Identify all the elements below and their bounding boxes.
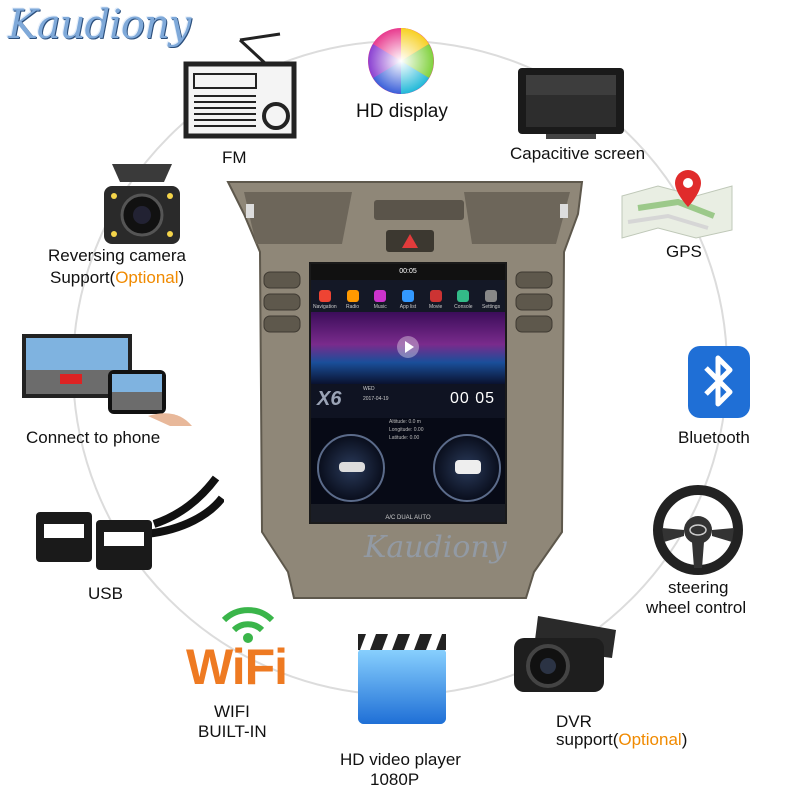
wallpaper-city	[311, 312, 505, 384]
head-unit-screen[interactable]: 00:05 Navigation Radio Music App list Mo…	[309, 262, 507, 524]
reversing-camera-icon	[104, 164, 180, 244]
info-panel: X6 WED 2017-04-19 00 05	[311, 384, 505, 418]
app-settings[interactable]: Settings	[479, 290, 503, 310]
color-wheel-icon	[368, 28, 434, 94]
phone-mirror-icon	[22, 334, 192, 426]
bluetooth-label: Bluetooth	[678, 428, 750, 447]
app-movie[interactable]: Movie	[424, 290, 448, 310]
radio-app-icon	[346, 290, 359, 302]
gps-readout: Altitude: 0.0 m Longitude: 0.00 Latitude…	[389, 419, 424, 441]
radio-icon	[183, 32, 297, 139]
connect-to-phone-label: Connect to phone	[26, 428, 161, 447]
wifi-signal-icon	[221, 607, 275, 643]
app-list-icon	[401, 290, 414, 302]
date: 2017-04-19	[363, 396, 389, 402]
reversing-camera-support-label: Support(Optional)	[50, 268, 185, 287]
wifi-label-1: WIFI	[214, 702, 250, 721]
music-icon	[374, 290, 387, 302]
climate-bar[interactable]: A/C DUAL AUTO	[311, 504, 505, 522]
dvr-support-label: support(Optional)	[556, 730, 688, 749]
clock: 00 05	[449, 390, 495, 407]
play-button[interactable]	[397, 336, 419, 358]
app-navigation[interactable]: Navigation	[313, 290, 337, 310]
gear-icon	[485, 290, 498, 302]
gauges-panel: Altitude: 0.0 m Longitude: 0.00 Latitude…	[311, 418, 505, 504]
usb-cable-icon	[36, 475, 224, 570]
movie-icon	[429, 290, 442, 302]
car-rear-icon	[455, 460, 481, 474]
hd-display-label: HD display	[356, 101, 448, 122]
car-icon	[339, 462, 365, 472]
video-label-1: HD video player	[340, 750, 461, 769]
app-list[interactable]: App list	[396, 290, 420, 310]
watermark: Kaudiony	[364, 530, 507, 565]
dvr-label-1: DVR	[556, 712, 592, 731]
steering-label-1: steering	[668, 578, 729, 597]
video-clapper-icon	[358, 634, 446, 724]
gps-label: GPS	[666, 242, 702, 261]
gps-map-icon	[621, 170, 733, 239]
optional-text: Optional	[618, 730, 682, 749]
bluetooth-icon	[688, 346, 750, 418]
app-music[interactable]: Music	[368, 290, 392, 310]
reversing-camera-label: Reversing camera	[48, 246, 186, 265]
capacitive-screen-label: Capacitive screen	[510, 144, 646, 163]
navigation-icon	[318, 290, 331, 302]
status-bar: 00:05	[311, 264, 505, 280]
wifi-label-2: BUILT-IN	[198, 722, 267, 741]
brand-logo: Kaudiony	[8, 2, 191, 48]
usb-label: USB	[88, 584, 123, 603]
app-console[interactable]: Console	[451, 290, 475, 310]
tablet-icon	[518, 68, 624, 139]
optional-text: Optional	[115, 268, 179, 287]
app-bar: Navigation Radio Music App list Movie Co…	[311, 280, 505, 312]
wifi-logo: WiFi	[186, 639, 288, 695]
app-radio[interactable]: Radio	[341, 290, 365, 310]
model-logo: X6	[317, 388, 342, 410]
console-icon	[457, 290, 470, 302]
steering-label-2: wheel control	[646, 598, 747, 617]
steering-wheel-icon	[653, 485, 743, 575]
video-label-2: 1080P	[370, 770, 420, 789]
weekday: WED	[363, 386, 375, 392]
fm-label: FM	[222, 148, 247, 167]
dvr-camera-icon	[514, 616, 616, 692]
